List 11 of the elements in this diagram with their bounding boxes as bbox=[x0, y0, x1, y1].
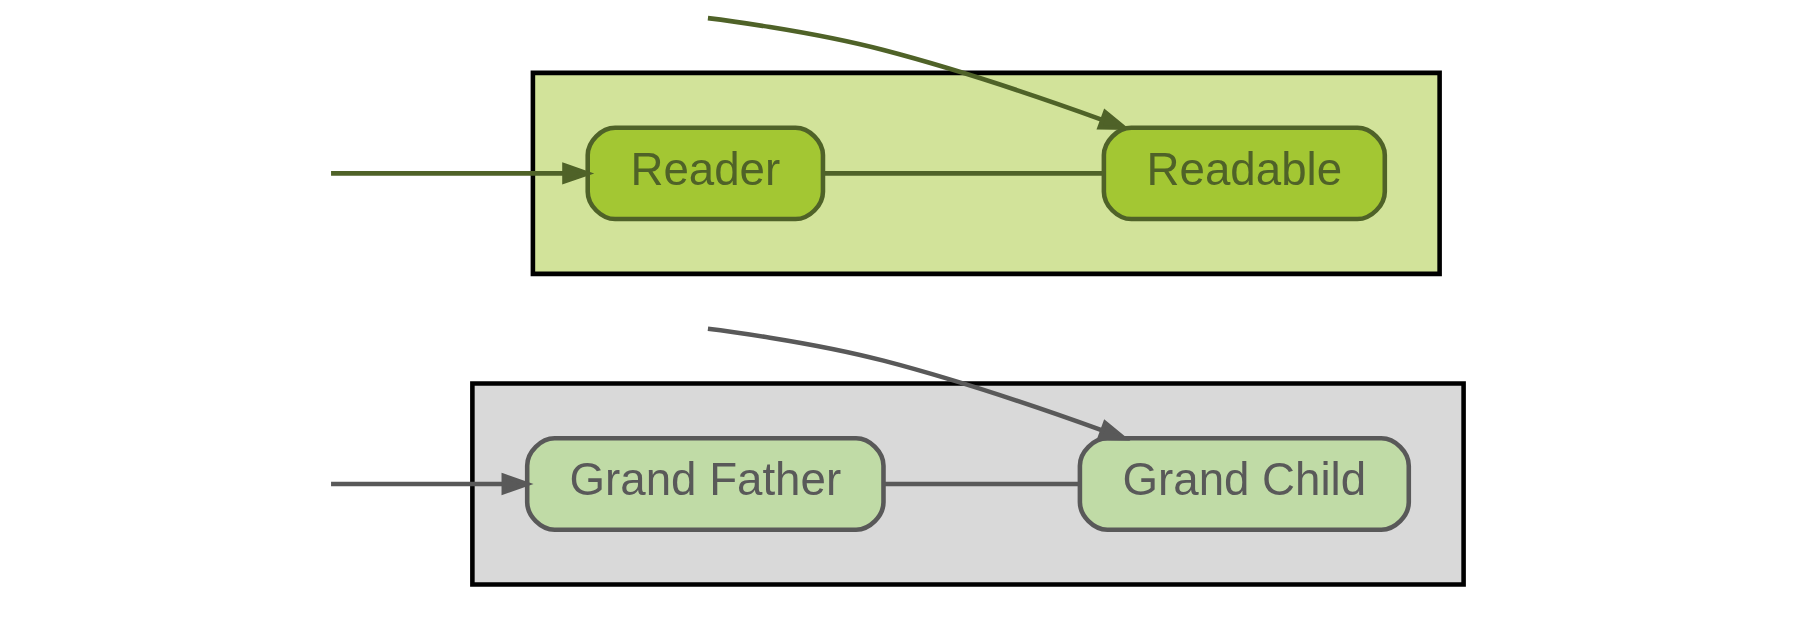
node-box: Grand Child bbox=[1077, 436, 1412, 532]
arrow bbox=[331, 472, 534, 496]
connector bbox=[823, 171, 1104, 176]
cluster bbox=[530, 70, 1442, 277]
node-box: Grand Father bbox=[524, 436, 886, 532]
connector bbox=[884, 481, 1080, 487]
node-box: Reader bbox=[585, 125, 826, 222]
arrow bbox=[707, 326, 1131, 441]
cluster bbox=[470, 381, 1466, 587]
arrow bbox=[331, 162, 595, 185]
node-box: Readable bbox=[1101, 125, 1388, 222]
